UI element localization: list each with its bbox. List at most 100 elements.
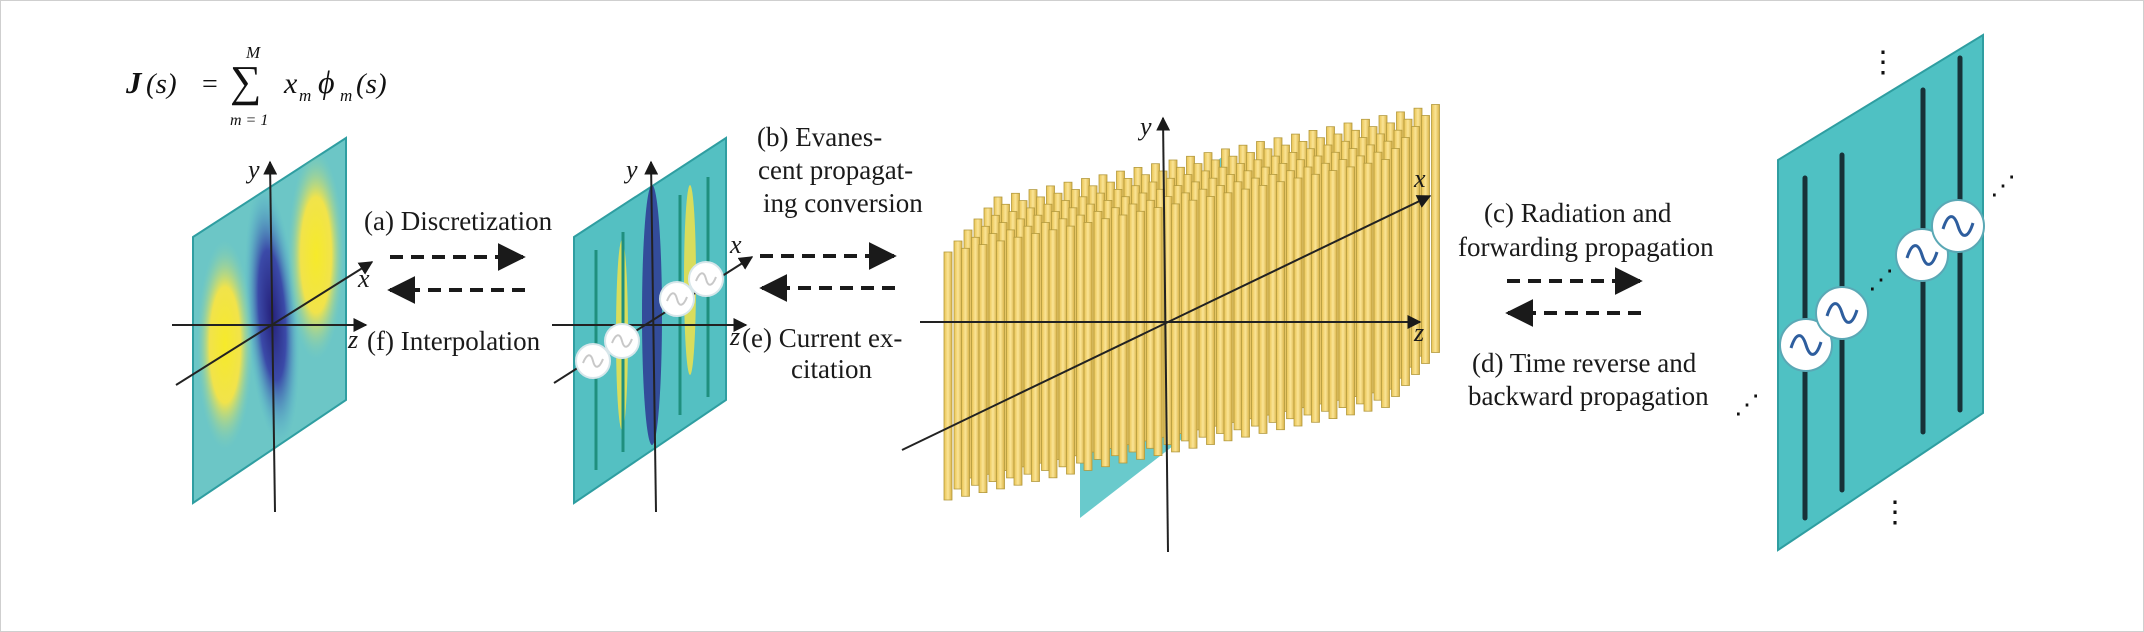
wire-element <box>1216 185 1225 434</box>
axis-y-label-1: y <box>245 155 260 184</box>
wire-element <box>971 236 980 486</box>
ellipsis-middle: ⋰ <box>1868 265 1894 294</box>
wire-element <box>1206 196 1215 445</box>
arrows-radiation-propagation: (c) Radiation and forwarding propagation… <box>1458 198 1714 411</box>
axis-z-label-1: z <box>347 325 358 354</box>
wire-element <box>1373 151 1383 401</box>
wire-element <box>1276 181 1285 431</box>
formula-lhs: J <box>125 65 143 100</box>
source-icons-panel2 <box>575 261 724 379</box>
formula-x: x <box>283 67 298 100</box>
ellipsis-bottom: ⋮ <box>1880 496 1910 529</box>
current-expansion-formula: J (s) = ∑ M m = 1 x m ϕ m (s) <box>125 43 387 129</box>
formula-lhs-arg: (s) <box>146 68 177 100</box>
wire-element <box>1101 218 1110 468</box>
wire-element <box>1268 173 1278 423</box>
wire-element <box>1146 199 1155 449</box>
formula-term-arg: (s) <box>356 68 387 100</box>
wire-element <box>943 251 953 501</box>
wire-element <box>1346 166 1355 416</box>
label-d-line2: backward propagation <box>1468 381 1709 411</box>
wire-element <box>1251 177 1260 427</box>
wire-element <box>1041 222 1050 471</box>
wire-element <box>1321 162 1330 412</box>
discretized-source-panel: y x z <box>552 136 754 513</box>
axis-z-label-2: z <box>729 322 740 351</box>
wire-element <box>1083 221 1093 471</box>
wire-element <box>1128 203 1138 453</box>
label-b-line3: ing conversion <box>763 188 923 218</box>
wire-element <box>1286 170 1295 420</box>
label-b-line2: cent propagat- <box>758 155 913 185</box>
label-a-discretization: (a) Discretization <box>364 206 553 236</box>
formula-sum-sign: ∑ <box>230 57 261 106</box>
wire-element <box>1338 159 1348 409</box>
wire-element <box>1233 181 1243 431</box>
wire-element <box>1401 137 1410 386</box>
axis-x-label-2: x <box>729 230 742 259</box>
wire-element <box>1241 188 1250 438</box>
wire-element <box>1223 192 1233 442</box>
wire-element <box>1066 225 1075 475</box>
wire-element <box>1198 188 1208 438</box>
wire-element <box>988 233 998 483</box>
wire-element <box>1391 148 1400 397</box>
axis-z-label-3: z <box>1413 318 1424 347</box>
ellipsis-top: ⋮ <box>1868 46 1898 79</box>
wire-element <box>961 247 970 497</box>
wire-element <box>1356 155 1365 405</box>
wire-element <box>1023 225 1033 475</box>
wire-element <box>1031 233 1040 482</box>
wire-array-front-rows <box>943 137 1410 501</box>
wire-element <box>1013 236 1023 486</box>
wire-element <box>1363 162 1373 412</box>
label-b-line1: (b) Evanes- <box>757 122 882 152</box>
wire-element <box>1171 203 1180 453</box>
wire-element <box>1431 104 1440 353</box>
wire-element <box>1048 229 1058 479</box>
source-array-zoom-panel: ⋰ ⋮ ⋮ ⋰ ⋰ <box>1734 33 2016 552</box>
ellipsis-left: ⋰ <box>1734 390 1760 419</box>
wire-element <box>1153 207 1163 457</box>
formula-equals: = <box>202 69 218 100</box>
arrows-discretization: (a) Discretization (f) Interpolation <box>364 206 553 356</box>
label-e-line2: citation <box>791 354 872 384</box>
ellipsis-right: ⋰ <box>1990 171 2016 200</box>
formula-phi: ϕ <box>318 64 335 100</box>
wire-element <box>1076 214 1085 464</box>
wire-element <box>1258 184 1268 434</box>
wire-element <box>1293 177 1303 427</box>
label-f-interpolation: (f) Interpolation <box>367 326 541 356</box>
axis-y-label-3: y <box>1137 112 1152 141</box>
label-d-line1: (d) Time reverse and <box>1472 348 1697 378</box>
source-icons-panel4 <box>1779 199 1985 372</box>
wire-element <box>1058 218 1068 468</box>
axis-x-label-1: x <box>357 264 370 293</box>
label-c-line2: forwarding propagation <box>1458 232 1714 262</box>
wire-element <box>1303 166 1313 416</box>
wire-element <box>1421 115 1430 364</box>
arrows-evanescent-conversion: (b) Evanes- cent propagat- ing conversio… <box>742 122 923 384</box>
continuous-current-panel: y x z <box>172 136 374 513</box>
formula-sum-upper: M <box>245 43 261 62</box>
wire-element <box>1181 192 1190 442</box>
formula-phi-subscript: m <box>340 86 352 105</box>
formula-x-subscript: m <box>299 86 311 105</box>
label-c-line1: (c) Radiation and <box>1484 198 1672 228</box>
wire-element <box>978 244 988 494</box>
label-e-line1: (e) Current ex- <box>742 323 902 353</box>
axis-x-label-3: x <box>1413 164 1426 193</box>
axis-y-label-2: y <box>623 155 638 184</box>
wire-element <box>953 240 963 490</box>
wire-element <box>1411 126 1420 375</box>
formula-sum-lower: m = 1 <box>230 112 268 129</box>
wire-element <box>1381 159 1390 408</box>
wire-element <box>1006 229 1015 479</box>
wire-array-volume: y x z <box>901 104 1440 553</box>
wire-element <box>1118 214 1128 464</box>
wire-element <box>1311 173 1320 423</box>
wire-element <box>1111 207 1120 457</box>
wire-element <box>1093 210 1103 460</box>
wire-element <box>1328 170 1338 420</box>
